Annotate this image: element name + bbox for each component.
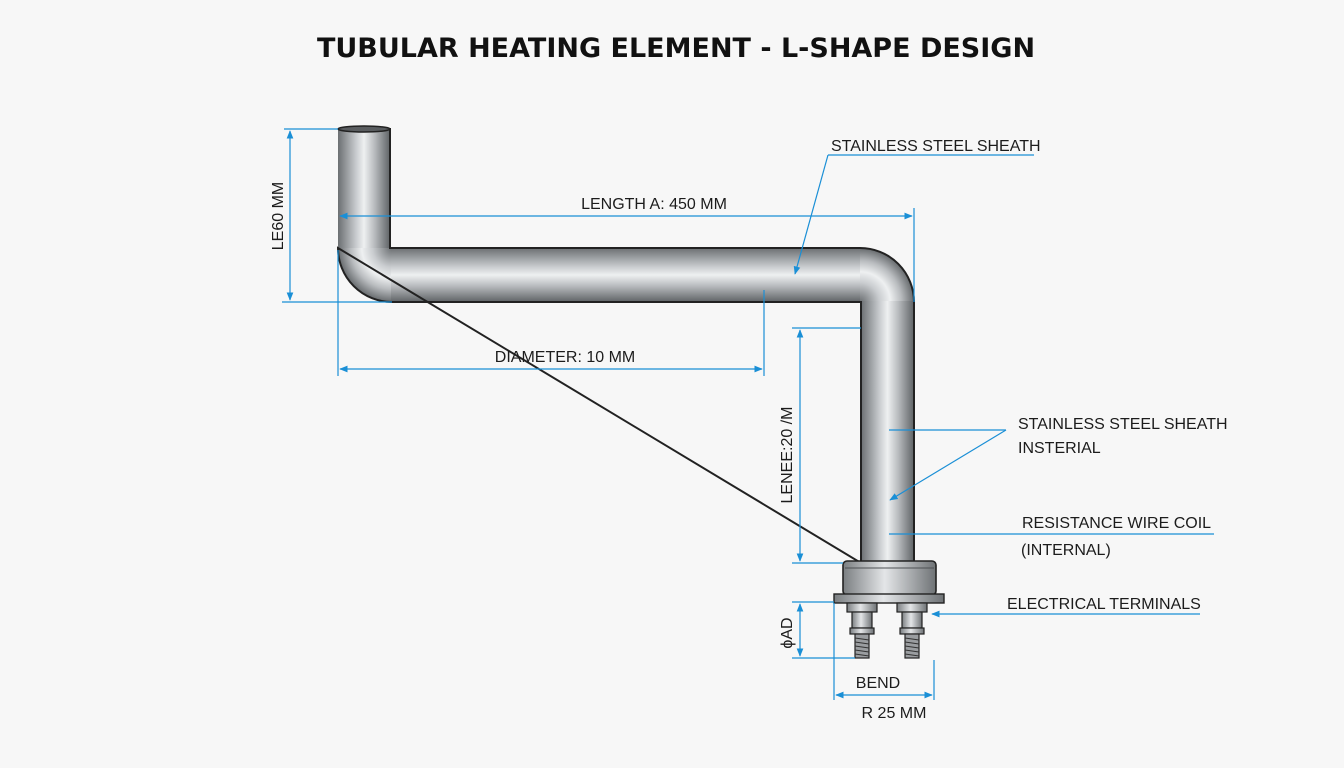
tube-outline — [336, 128, 915, 565]
dimension-left-height: LE60 MM — [270, 128, 392, 303]
tube-bend-2 — [860, 248, 914, 302]
dimension-bend-radius: BEND R 25 MM — [833, 603, 935, 722]
terminal-right — [896, 602, 928, 659]
bend-label: BEND — [856, 675, 900, 692]
bend-radius-label: R 25 MM — [862, 705, 927, 722]
sheath-mid-label-2: INSTERIAL — [1018, 440, 1101, 457]
dimension-diameter: DIAMETER: 10 MM — [337, 250, 765, 376]
tubular-sheath — [336, 125, 915, 565]
length-a-label: LENGTH A: 450 MM — [581, 196, 727, 213]
tube-bend-1 — [338, 248, 392, 302]
callout-sheath-top: STAINLESS STEEL SHEATH — [793, 138, 1041, 275]
dimension-length-a: LENGTH A: 450 MM — [339, 196, 915, 302]
callout-coil: RESISTANCE WIRE COIL (INTERNAL) — [889, 515, 1214, 559]
sheath-mid-label-1: STAINLESS STEEL SHEATH — [1018, 416, 1228, 433]
tube-top-vertical — [338, 129, 390, 249]
fitting-collar — [842, 560, 937, 596]
terminal-fitting — [833, 560, 945, 659]
coil-label-1: RESISTANCE WIRE COIL — [1022, 515, 1211, 532]
sheath-top-label: STAINLESS STEEL SHEATH — [831, 138, 1041, 155]
callout-sheath-mid: STAINLESS STEEL SHEATH INSTERIAL — [889, 416, 1228, 501]
tube-vertical — [861, 301, 914, 563]
terminal-left — [846, 602, 878, 659]
diameter-label: DIAMETER: 10 MM — [495, 349, 635, 366]
phi-d-label: ϕAD — [779, 617, 796, 648]
left-height-label: LE60 MM — [270, 182, 287, 250]
tube-horizontal — [391, 248, 861, 302]
diagram-title: TUBULAR HEATING ELEMENT - L-SHAPE DESIGN — [317, 33, 1035, 64]
tube-open-end — [337, 125, 391, 133]
vertical-length-label: LENEE:20 /M — [779, 407, 796, 504]
coil-label-2: (INTERNAL) — [1021, 542, 1111, 559]
dimension-phi-d: ϕAD — [779, 601, 855, 659]
callout-terminals: ELECTRICAL TERMINALS — [931, 596, 1201, 618]
dimension-vertical-length: LENEE:20 /M — [779, 327, 861, 564]
terminals-label: ELECTRICAL TERMINALS — [1007, 596, 1201, 613]
fitting-flange — [833, 593, 945, 604]
